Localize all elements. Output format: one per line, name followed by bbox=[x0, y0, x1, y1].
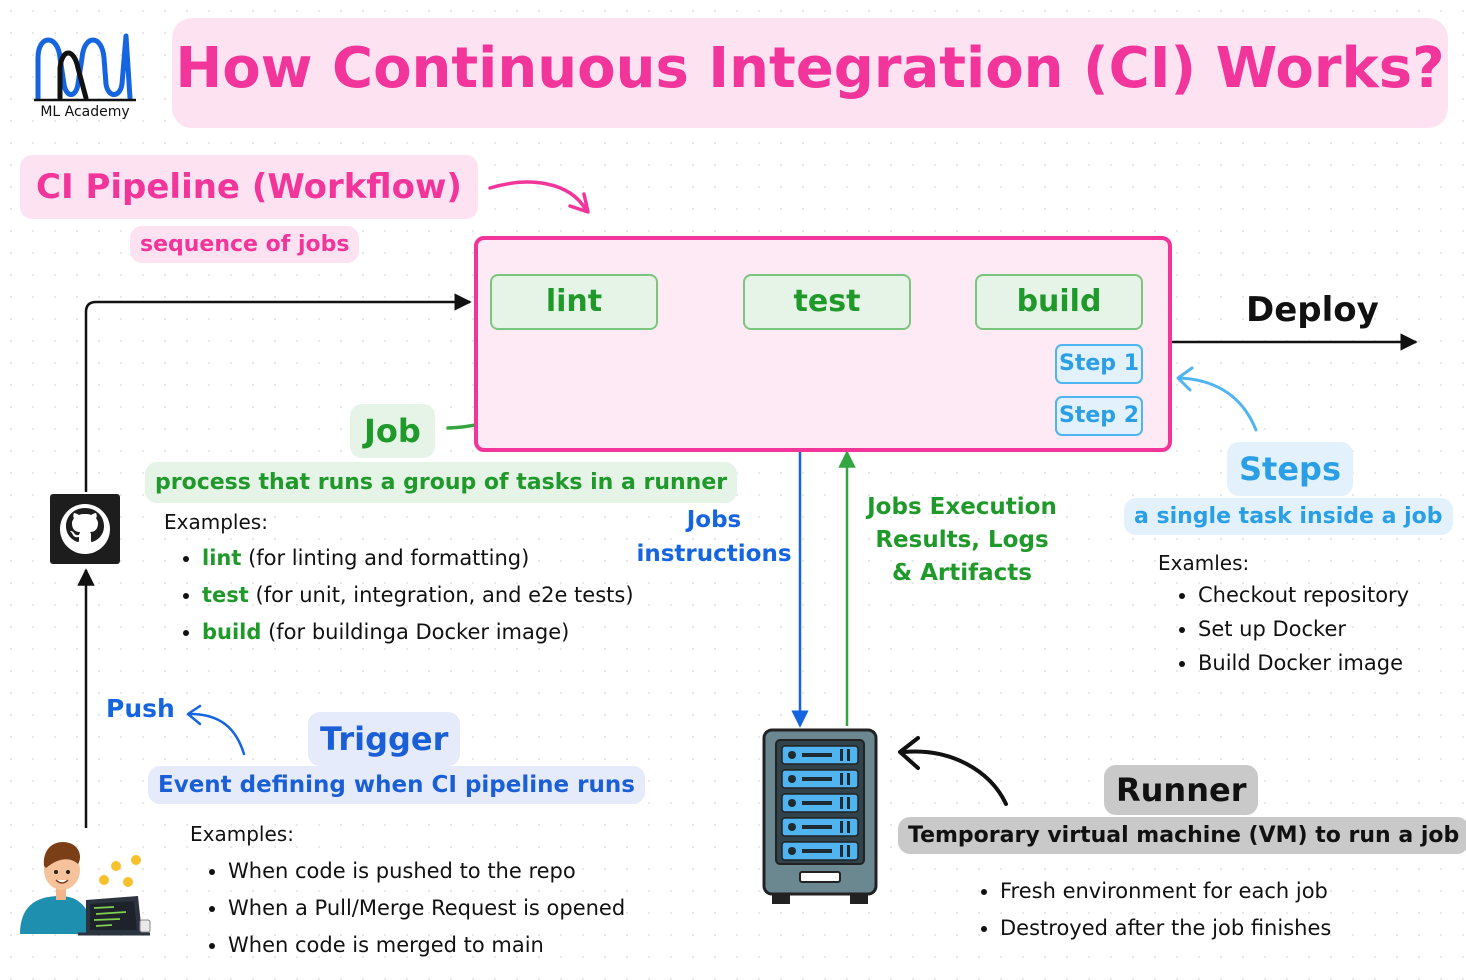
list-item: build (for buildinga Docker image) bbox=[202, 614, 634, 651]
page-title: How Continuous Integration (CI) Works? bbox=[175, 36, 1445, 101]
list-item: Destroyed after the job finishes bbox=[1000, 910, 1331, 947]
job-examples-list: lint (for linting and formatting) test (… bbox=[180, 540, 634, 651]
github-to-pipeline-arrow bbox=[84, 293, 472, 492]
jobs-results-label: Jobs Execution Results, Logs & Artifacts bbox=[850, 491, 1074, 590]
steps-title: Steps bbox=[1227, 442, 1353, 496]
instructions-line: instructions bbox=[636, 541, 792, 567]
list-item: When a Pull/Merge Request is opened bbox=[228, 890, 625, 927]
list-item: Set up Docker bbox=[1198, 612, 1409, 646]
octocat-icon bbox=[60, 504, 110, 554]
trigger-examples-label: Examples: bbox=[190, 822, 294, 846]
push-pointer-arrow bbox=[186, 704, 246, 756]
results-line: Results, Logs bbox=[875, 527, 1049, 553]
step-1: Step 1 bbox=[1055, 344, 1143, 384]
runner-title: Runner bbox=[1104, 765, 1259, 815]
job-test: test bbox=[743, 274, 911, 330]
trigger-title: Trigger bbox=[308, 712, 461, 766]
ml-academy-logo: ML Academy bbox=[30, 28, 140, 128]
trigger-subtitle: Event defining when CI pipeline runs bbox=[148, 766, 645, 804]
push-label: Push bbox=[106, 694, 175, 723]
list-item: When code is pushed to the repo bbox=[228, 853, 625, 890]
list-item: lint (for linting and formatting) bbox=[202, 540, 634, 577]
runner-subtitle: Temporary virtual machine (VM) to run a … bbox=[898, 817, 1466, 854]
server-icon bbox=[762, 728, 878, 904]
job-examples-label: Examples: bbox=[164, 510, 268, 534]
job-example-desc: (for buildinga Docker image) bbox=[261, 620, 570, 644]
job-example-desc: (for linting and formatting) bbox=[241, 546, 530, 570]
runner-server-illustration bbox=[760, 726, 880, 908]
pipeline-title: CI Pipeline (Workflow) bbox=[20, 155, 478, 219]
list-item: Build Docker image bbox=[1198, 646, 1409, 680]
github-icon bbox=[50, 494, 120, 564]
pipeline-subtitle: sequence of jobs bbox=[130, 226, 360, 263]
list-item: Fresh environment for each job bbox=[1000, 873, 1331, 910]
list-item: Checkout repository bbox=[1198, 578, 1409, 612]
runner-bullets-list: Fresh environment for each job Destroyed… bbox=[978, 873, 1331, 947]
job-build: build bbox=[975, 274, 1143, 330]
trigger-examples-list: When code is pushed to the repo When a P… bbox=[206, 853, 625, 964]
job-title: Job bbox=[350, 404, 435, 458]
instructions-line: Jobs bbox=[686, 507, 742, 533]
job-example-name: test bbox=[202, 583, 249, 607]
step-2: Step 2 bbox=[1055, 396, 1143, 436]
steps-examples-list: Checkout repository Set up Docker Build … bbox=[1176, 578, 1409, 680]
runner-pointer-arrow bbox=[898, 736, 1008, 806]
list-item: test (for unit, integration, and e2e tes… bbox=[202, 577, 634, 614]
ml-logo-icon bbox=[34, 33, 136, 102]
job-lint: lint bbox=[490, 274, 658, 330]
jobs-instructions-label: Jobs instructions bbox=[634, 503, 794, 571]
developer-illustration bbox=[16, 830, 156, 940]
developer-icon bbox=[20, 842, 151, 936]
list-item: When code is merged to main bbox=[228, 927, 625, 964]
results-line: & Artifacts bbox=[892, 560, 1032, 586]
job-subtitle: process that runs a group of tasks in a … bbox=[145, 462, 738, 503]
brand-name: ML Academy bbox=[40, 104, 130, 120]
job-example-desc: (for unit, integration, and e2e tests) bbox=[248, 583, 634, 607]
job-example-name: lint bbox=[202, 546, 242, 570]
job-example-name: build bbox=[202, 620, 262, 644]
steps-subtitle: a single task inside a job bbox=[1124, 498, 1453, 535]
title-banner: How Continuous Integration (CI) Works? bbox=[172, 18, 1448, 128]
pipeline-pointer-arrow bbox=[488, 180, 590, 214]
steps-pointer-arrow bbox=[1176, 366, 1258, 432]
deploy-label: Deploy bbox=[1246, 290, 1379, 330]
steps-examples-label: Examles: bbox=[1158, 551, 1250, 575]
results-line: Jobs Execution bbox=[867, 494, 1057, 520]
